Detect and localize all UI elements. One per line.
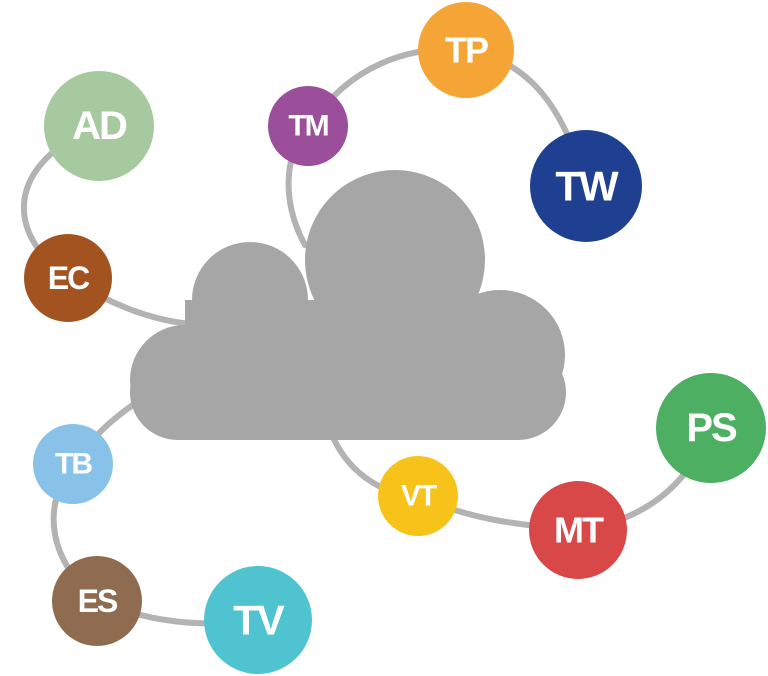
node-tm-label: TM: [288, 110, 327, 143]
node-mt-label: MT: [554, 510, 604, 551]
node-ad: AD: [44, 71, 154, 181]
node-tp-label: TP: [445, 30, 488, 71]
node-tb: TB: [33, 424, 113, 504]
node-tw: TW: [530, 130, 642, 242]
node-tb-label: TB: [55, 448, 92, 481]
node-ec: EC: [24, 234, 112, 322]
node-tm: TM: [268, 86, 348, 166]
node-tv-circle: [204, 566, 312, 674]
node-tb-circle: [33, 424, 113, 504]
node-es: ES: [52, 556, 142, 646]
node-ps: PS: [656, 373, 766, 483]
node-ad-circle: [44, 71, 154, 181]
node-tv-label: TV: [233, 597, 285, 644]
node-ps-circle: [656, 373, 766, 483]
node-tw-label: TW: [555, 163, 619, 210]
cloud-shape: [130, 170, 566, 440]
node-tp: TP: [418, 2, 514, 98]
node-tp-circle: [418, 2, 514, 98]
node-mt: MT: [529, 481, 627, 579]
node-tm-circle: [268, 86, 348, 166]
node-vt: VT: [378, 456, 458, 536]
node-vt-label: VT: [401, 480, 437, 513]
node-ec-circle: [24, 234, 112, 322]
node-ad-label: AD: [72, 104, 127, 148]
node-mt-circle: [529, 481, 627, 579]
node-es-circle: [52, 556, 142, 646]
node-tv: TV: [204, 566, 312, 674]
node-vt-circle: [378, 456, 458, 536]
node-es-label: ES: [78, 583, 118, 619]
node-ec-label: EC: [48, 260, 90, 296]
node-tw-circle: [530, 130, 642, 242]
node-ps-label: PS: [686, 406, 737, 450]
